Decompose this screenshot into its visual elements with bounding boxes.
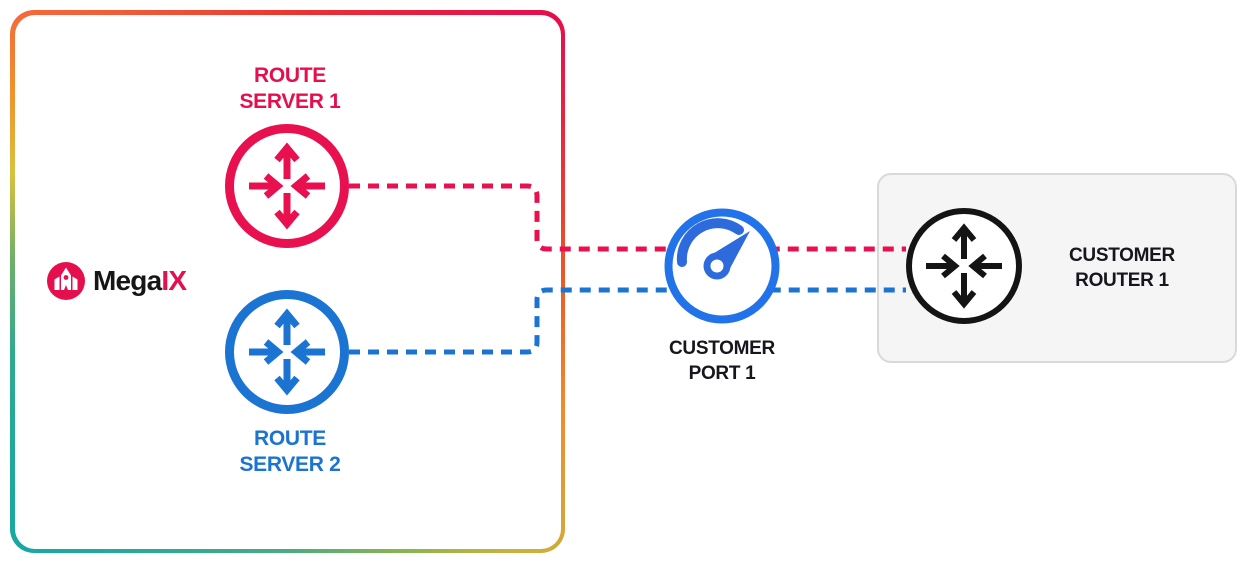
customer-port-label: CUSTOMER PORT 1	[669, 338, 775, 384]
logo-text-accent: IX	[161, 265, 187, 296]
megaix-cloud-box	[10, 10, 565, 553]
rocket-icon	[47, 262, 85, 300]
customer-router-label: CUSTOMER ROUTER 1	[1069, 245, 1175, 291]
customer-port-icon	[664, 208, 780, 324]
route-server-2-label: ROUTE SERVER 2	[239, 427, 341, 476]
speedometer-icon	[676, 218, 750, 280]
logo-wordmark: MegaIX	[93, 260, 187, 302]
route-server-1-label: ROUTE SERVER 1	[239, 64, 341, 113]
megaix-logo: MegaIX	[46, 260, 187, 302]
megaix-cloud-box-fill	[14, 14, 561, 549]
logo-text-primary: Mega	[93, 265, 162, 296]
